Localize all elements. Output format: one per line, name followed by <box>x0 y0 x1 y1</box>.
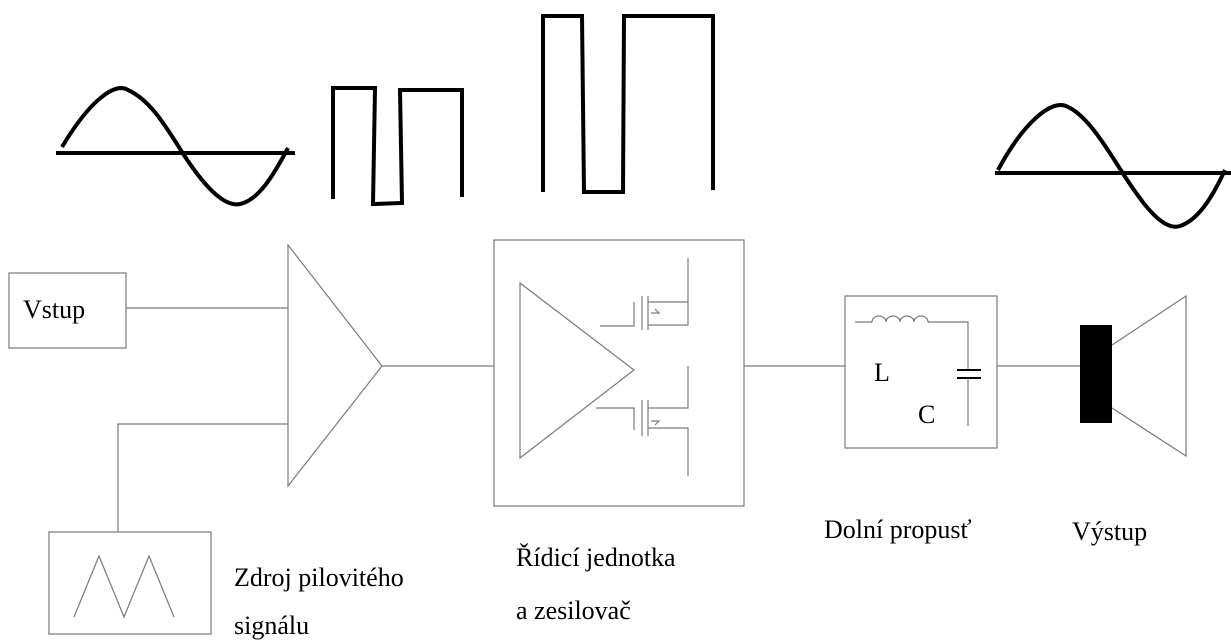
output-label: Výstup <box>1072 517 1148 546</box>
upper-mosfet <box>600 258 689 330</box>
comparator-triangle <box>287 243 383 488</box>
lower-mosfet <box>596 366 689 476</box>
lowpass-filter-block <box>844 295 998 449</box>
sawtooth-source-label-line2: signálu <box>234 611 310 640</box>
speaker-magnet <box>1080 325 1112 423</box>
input-sine-waveform <box>56 86 295 207</box>
sawtooth-symbol <box>73 554 175 619</box>
speaker-cone <box>1111 294 1187 458</box>
control-amplifier-block <box>493 239 745 507</box>
lowpass-filter-label: Dolní propusť <box>824 515 972 544</box>
sawtooth-source-block <box>48 531 212 635</box>
input-sine-curve <box>60 86 290 207</box>
sawtooth-source-label-line1: Zdroj pilovitého <box>234 563 404 592</box>
pwm-small-waveform <box>331 86 464 207</box>
pwm-amplified-waveform <box>541 14 715 194</box>
output-sine-curve <box>996 103 1227 229</box>
control-unit-label-line1: Řídicí jednotka <box>516 543 676 572</box>
pwm-amplified-pulses <box>541 14 715 194</box>
output-sine-waveform <box>995 103 1231 229</box>
inductor-label: L <box>874 358 890 387</box>
input-block <box>8 272 127 349</box>
capacitor-label: C <box>918 400 936 429</box>
sawtooth-to-comparator-wire <box>117 423 288 532</box>
pwm-small-pulses <box>331 86 464 207</box>
input-label: Vstup <box>23 295 86 324</box>
inductor-to-capacitor-wire <box>928 321 969 370</box>
control-unit-label-line2: a zesilovač <box>516 596 631 625</box>
inductor-coil <box>871 315 929 323</box>
driver-triangle <box>519 281 635 460</box>
